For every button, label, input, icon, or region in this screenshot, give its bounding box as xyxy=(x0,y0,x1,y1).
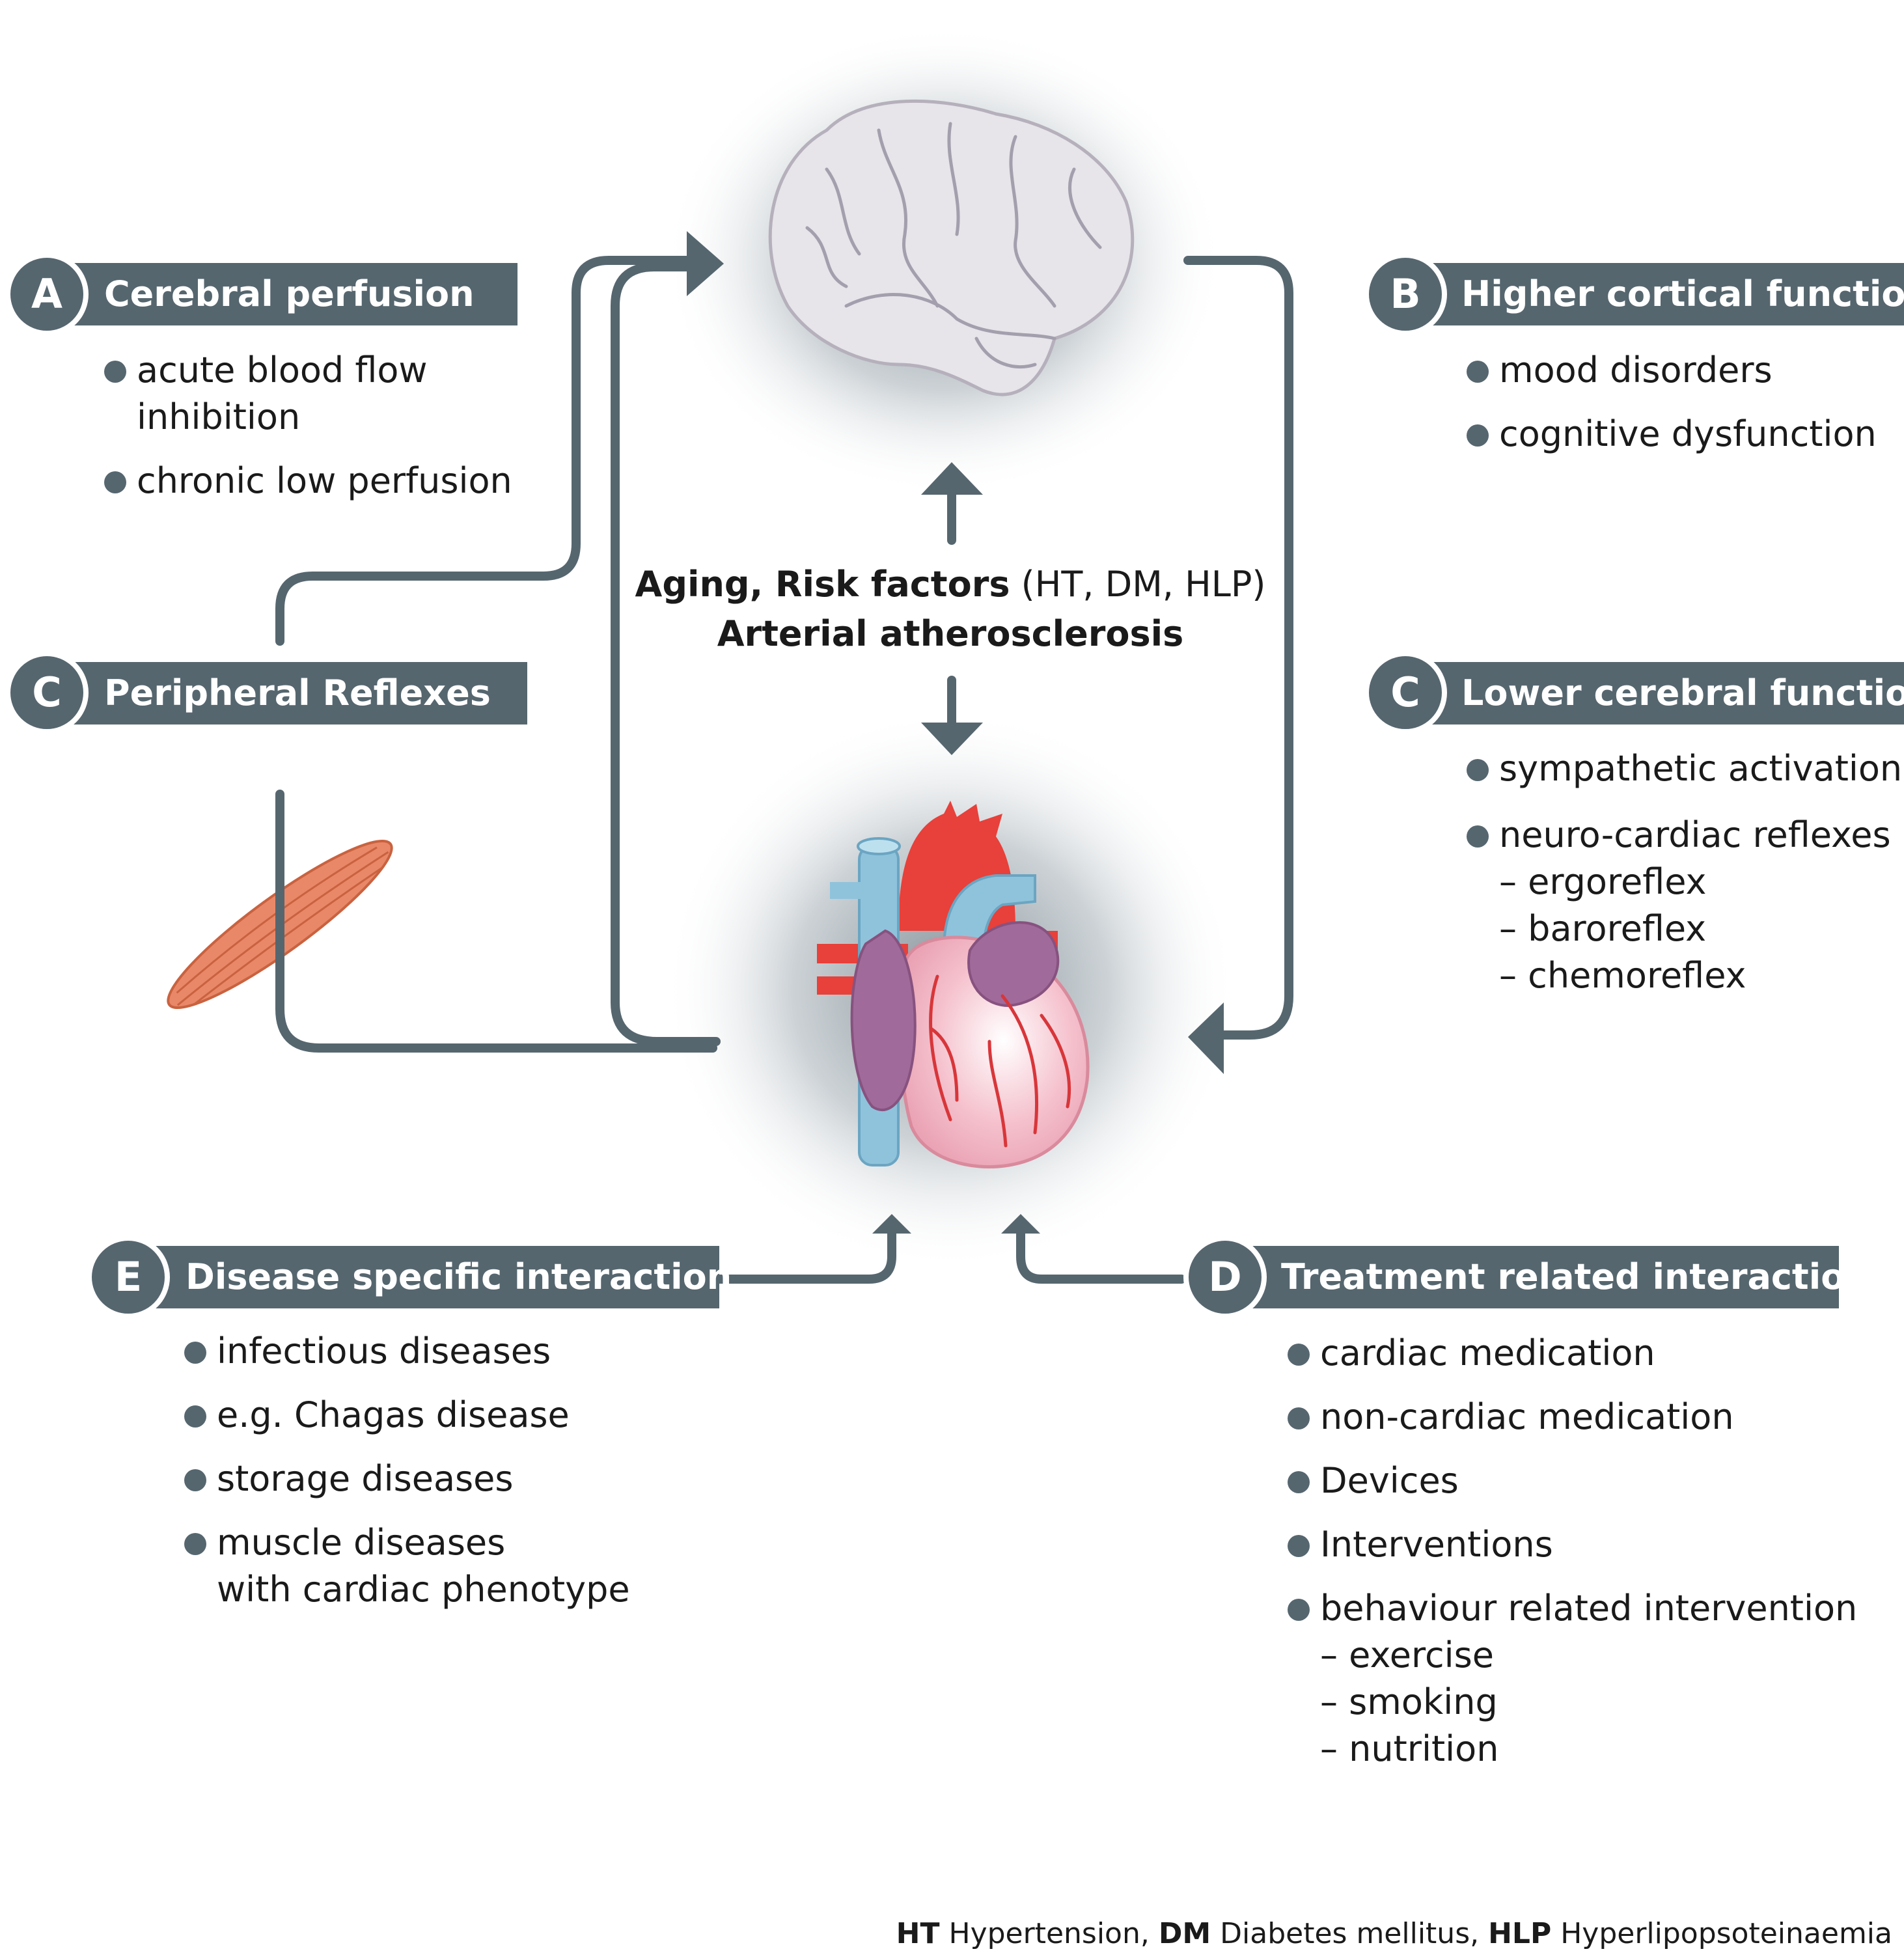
list-item: behaviour related intervention – exercis… xyxy=(1288,1585,1857,1773)
arrow-treatment-to-heart xyxy=(1016,1222,1186,1284)
list-item: chronic low perfusion xyxy=(104,458,512,504)
list-higher-cortical-function: mood disorders cognitive dysfunction xyxy=(1467,347,1877,475)
arrowhead-brain xyxy=(687,231,724,296)
arrow-peripheral-to-brain xyxy=(275,256,695,646)
bullet-icon xyxy=(1288,1599,1310,1621)
title-treatment-related-interaction: Treatment related interaction xyxy=(1281,1256,1870,1297)
arrow-brain-to-heart xyxy=(1183,256,1293,1040)
bullet-icon xyxy=(1288,1407,1310,1429)
header-treatment-related-interaction: Treatment related interaction xyxy=(1249,1246,1870,1308)
header-peripheral-reflexes: Peripheral Reflexes xyxy=(72,662,527,725)
center-risk-factors: Aging, Risk factors (HT, DM, HLP) Arteri… xyxy=(635,564,1266,654)
footnote-abbreviations: HT Hypertension, DM Diabetes mellitus, H… xyxy=(896,1917,1892,1950)
bullet-icon xyxy=(1288,1535,1310,1557)
badge-b: B xyxy=(1364,253,1447,336)
title-peripheral-reflexes: Peripheral Reflexes xyxy=(104,672,491,713)
list-item: mood disorders xyxy=(1467,347,1877,394)
bullet-icon xyxy=(184,1405,206,1428)
badge-a: A xyxy=(5,253,89,336)
list-item: e.g. Chagas disease xyxy=(184,1392,630,1439)
list-item: infectious diseases xyxy=(184,1328,630,1375)
header-cerebral-perfusion: Cerebral perfusion xyxy=(72,263,517,325)
bullet-icon xyxy=(1288,1471,1310,1493)
bullet-icon xyxy=(184,1342,206,1364)
list-item: neuro-cardiac reflexes – ergoreflex – ba… xyxy=(1467,812,1902,999)
badge-e: E xyxy=(87,1235,170,1319)
bullet-icon xyxy=(184,1469,206,1491)
bullet-icon xyxy=(1467,361,1489,383)
heart-icon xyxy=(817,801,1090,1168)
list-item: non-cardiac medication xyxy=(1288,1394,1857,1441)
list-item: sympathetic activation xyxy=(1467,745,1902,792)
title-higher-cortical-function: Higher cortical function xyxy=(1461,273,1904,314)
header-disease-specific-interaction: Disease specific interaction xyxy=(153,1246,732,1308)
arrow-heart-to-brain xyxy=(611,262,721,1046)
brain-icon xyxy=(768,99,1135,396)
bullet-icon xyxy=(1288,1344,1310,1366)
title-lower-cerebral-function: Lower cerebral function xyxy=(1461,672,1904,713)
list-treatment-related-interaction: cardiac medication non-cardiac medicatio… xyxy=(1288,1330,1857,1789)
line-peripheral-to-heart xyxy=(275,790,717,1053)
bullet-icon xyxy=(1467,424,1489,447)
arrow-disease-to-heart xyxy=(715,1222,896,1284)
list-item: Interventions xyxy=(1288,1521,1857,1568)
list-item: cognitive dysfunction xyxy=(1467,411,1877,458)
header-higher-cortical-function: Higher cortical function xyxy=(1429,263,1904,325)
list-lower-cerebral-function: sympathetic activation neuro-cardiac ref… xyxy=(1467,745,1902,1016)
bullet-icon xyxy=(104,361,126,383)
bullet-icon xyxy=(1467,759,1489,781)
bullet-icon xyxy=(104,471,126,493)
title-cerebral-perfusion: Cerebral perfusion xyxy=(104,273,475,314)
badge-c-right: C xyxy=(1364,651,1447,734)
header-lower-cerebral-function: Lower cerebral function xyxy=(1429,662,1904,725)
badge-c-left: C xyxy=(5,651,89,734)
list-item: storage diseases xyxy=(184,1456,630,1502)
list-item: cardiac medication xyxy=(1288,1330,1857,1377)
bullet-icon xyxy=(184,1533,206,1555)
list-disease-specific-interaction: infectious diseases e.g. Chagas disease … xyxy=(184,1328,630,1630)
title-disease-specific-interaction: Disease specific interaction xyxy=(186,1256,732,1297)
list-item: Devices xyxy=(1288,1457,1857,1504)
badge-d: D xyxy=(1183,1235,1267,1319)
bullet-icon xyxy=(1467,825,1489,848)
arrowhead-heart-right xyxy=(1188,1002,1224,1074)
